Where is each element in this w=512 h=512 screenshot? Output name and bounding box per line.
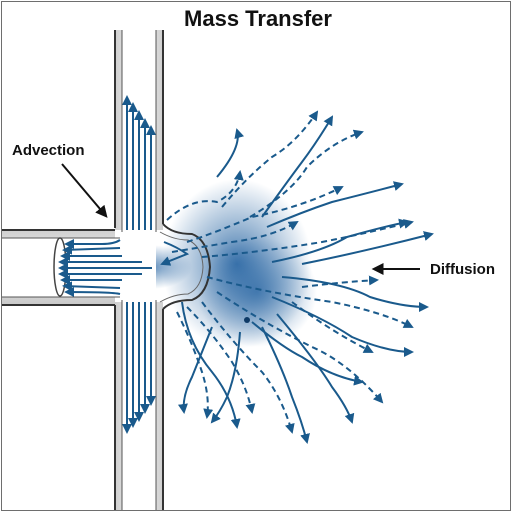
vertical-pipe <box>114 30 164 510</box>
diffusion-label: Diffusion <box>430 261 495 278</box>
label-pointers <box>61 163 420 275</box>
diagram-title: Mass Transfer <box>184 6 332 31</box>
advection-label: Advection <box>12 142 85 159</box>
outlet-nozzle <box>159 223 212 310</box>
advection-pointer-arrow <box>61 163 108 218</box>
diffusion-arrows-dashed <box>166 110 414 434</box>
diffusion-arrows-solid <box>177 115 434 444</box>
advection-streamlines <box>58 95 190 434</box>
